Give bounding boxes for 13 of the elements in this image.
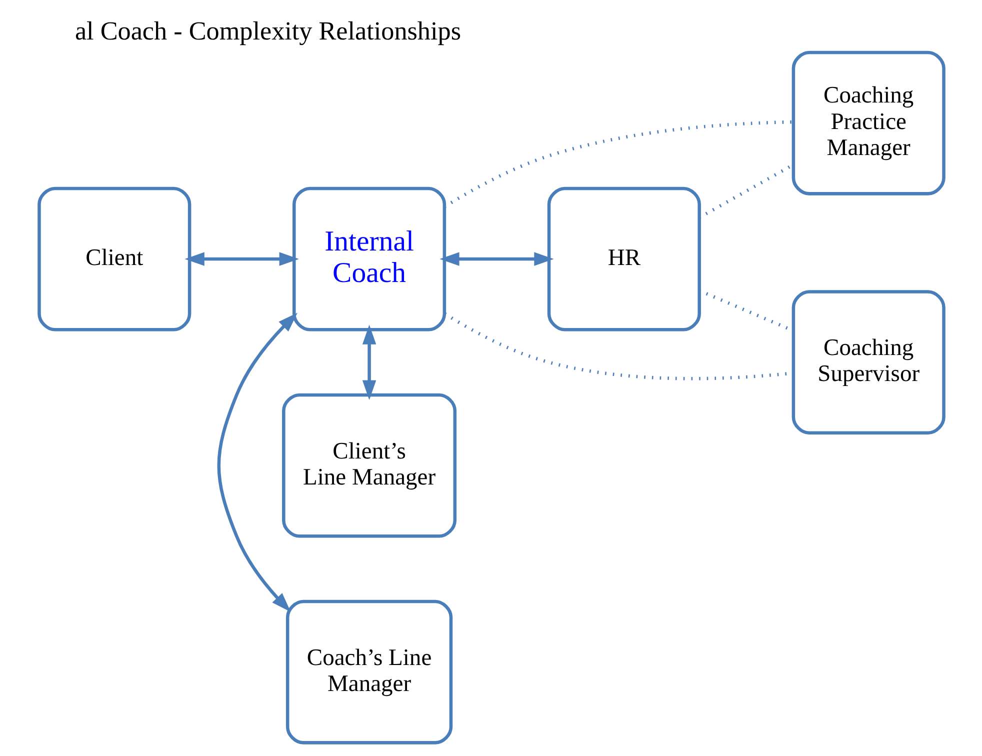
- arrow: [184, 252, 298, 266]
- arrow: [439, 252, 554, 266]
- node-box: Coaching Practice Manager: [791, 50, 945, 196]
- node-box: HR: [546, 186, 700, 332]
- node-box: Internal Coach: [292, 186, 446, 332]
- arrow: [362, 324, 376, 400]
- node-box: Coach’s Line Manager: [285, 600, 452, 744]
- connector: [443, 120, 792, 208]
- node-box: Coaching Supervisor: [791, 290, 945, 435]
- node-box: Client: [37, 186, 191, 332]
- arrow: [216, 312, 297, 612]
- node-box: Client’s Line Manager: [282, 393, 456, 538]
- diagram-title: al Coach - Complexity Relationships: [74, 16, 460, 46]
